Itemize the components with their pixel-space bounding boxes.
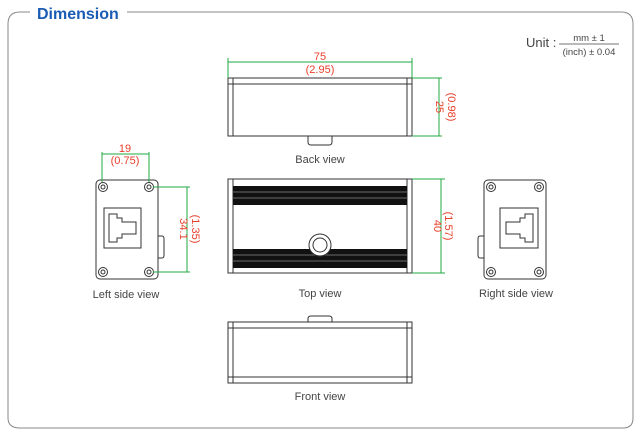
- left-height-in: (1.35): [189, 215, 201, 244]
- left-height-mm: 34.1: [177, 218, 189, 239]
- back-view: 75 (2.95) 25 (0.98) Back view: [227, 51, 457, 166]
- back-width-in: (2.95): [306, 64, 335, 76]
- top-view: 40 (1.57) Top view: [227, 178, 454, 300]
- back-view-label: Back view: [295, 154, 345, 166]
- left-side-view: 19 (0.75) 34.1 (1.35) Left side view: [93, 143, 201, 301]
- section-title: Dimension: [37, 6, 119, 23]
- left-view-label: Left side view: [93, 289, 160, 301]
- unit-mm: mm ± 1: [573, 33, 605, 44]
- top-height-in: (1.57): [442, 212, 454, 241]
- front-view-label: Front view: [295, 391, 346, 403]
- back-width-mm: 75: [314, 51, 326, 63]
- top-view-label: Top view: [299, 288, 342, 300]
- right-view-label: Right side view: [479, 288, 553, 300]
- left-width-in: (0.75): [111, 155, 140, 167]
- unit-legend: Unit : mm ± 1 (inch) ± 0.04: [526, 33, 619, 58]
- unit-label: Unit :: [526, 35, 556, 50]
- top-height-mm: 40: [431, 220, 443, 232]
- front-view: Front view: [227, 315, 413, 403]
- unit-inch: (inch) ± 0.04: [563, 47, 616, 58]
- left-width-mm: 19: [119, 143, 131, 155]
- back-height-mm: 25: [433, 101, 445, 113]
- right-side-view: Right side view: [477, 179, 553, 300]
- frame-border: [7, 11, 634, 429]
- back-height-in: (0.98): [445, 93, 457, 122]
